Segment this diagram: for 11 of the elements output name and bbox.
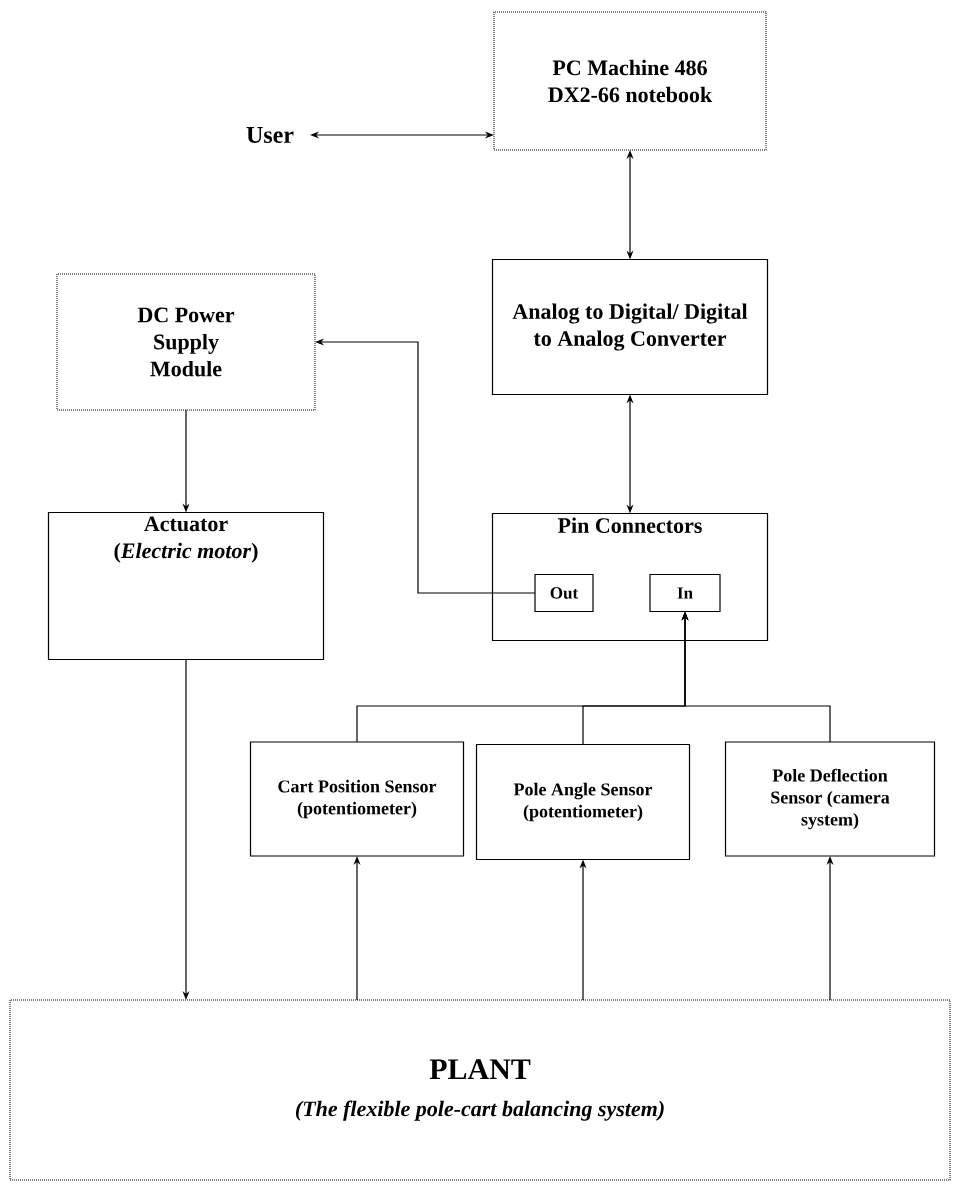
- actuator-box: Actuator (Electric motor): [47, 511, 325, 661]
- computer-box: PC Machine 486 DX2-66 notebook: [493, 11, 767, 151]
- plant-box: PLANT (The flexible pole-cart balancing system): [9, 999, 951, 1181]
- sensor-box: Pole Angle Sensor (potentiometer): [475, 743, 691, 861]
- user-label: User: [246, 127, 294, 143]
- power-supply-box: DC Power Supply Module: [56, 273, 316, 411]
- converter-box: Analog to Digital/ Digital to Analog Converter: [491, 258, 769, 396]
- sensor-box: Pole Deflection Sensor (camera system): [724, 741, 936, 857]
- sensor-box: Cart Position Sensor (potentiometer): [249, 741, 465, 857]
- port-box: Out: [534, 573, 594, 613]
- port-box: In: [649, 573, 721, 613]
